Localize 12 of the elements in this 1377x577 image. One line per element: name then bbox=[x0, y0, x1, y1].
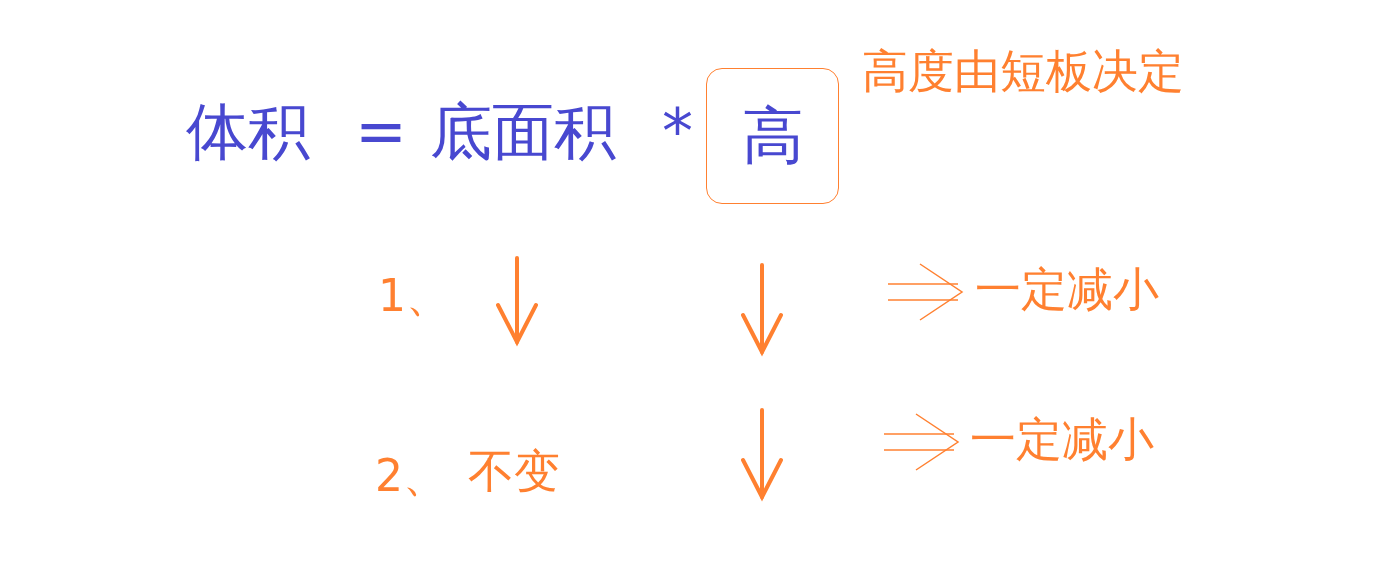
step-number: 1、 bbox=[378, 272, 450, 321]
formula-term: 高 bbox=[741, 101, 804, 171]
condition-text: 不变 bbox=[468, 446, 560, 497]
result-text: 一定减小 bbox=[970, 414, 1154, 465]
formula-term: 底面积 bbox=[430, 98, 616, 167]
equals-sign: = bbox=[355, 98, 407, 167]
annotation-text: 高度由短板决定 bbox=[862, 46, 1184, 97]
highlight-box bbox=[706, 68, 839, 204]
step-number: 2、 bbox=[375, 452, 447, 501]
formula-term: 体积 bbox=[186, 98, 310, 167]
result-text: 一定减小 bbox=[975, 264, 1159, 315]
multiply-sign: * bbox=[662, 98, 693, 167]
